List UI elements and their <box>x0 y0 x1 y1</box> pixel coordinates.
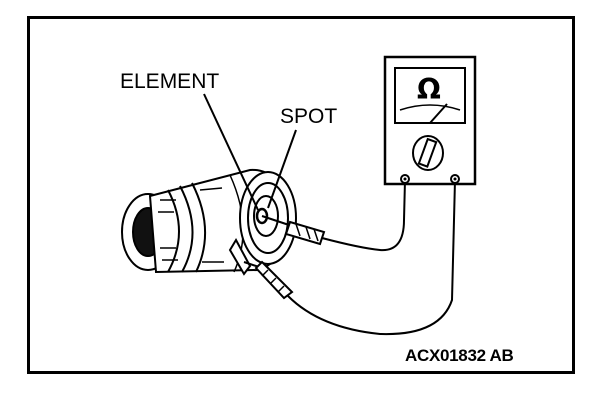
figure-frame <box>27 16 575 374</box>
element-label: ELEMENT <box>120 70 220 93</box>
ohm-symbol-icon: Ω <box>417 73 441 106</box>
spot-leader-line <box>267 129 297 209</box>
wire-lower <box>287 179 456 336</box>
spot-label: SPOT <box>280 105 338 128</box>
ohmmeter-needle <box>429 103 448 124</box>
lighter-body <box>121 168 297 276</box>
probe-lower <box>243 260 294 300</box>
ohmmeter <box>383 55 477 186</box>
probe-upper <box>261 215 326 246</box>
figure-reference-code: ACX01832 AB <box>405 346 514 365</box>
element-leader-line <box>203 93 259 211</box>
wire-upper <box>321 179 406 252</box>
